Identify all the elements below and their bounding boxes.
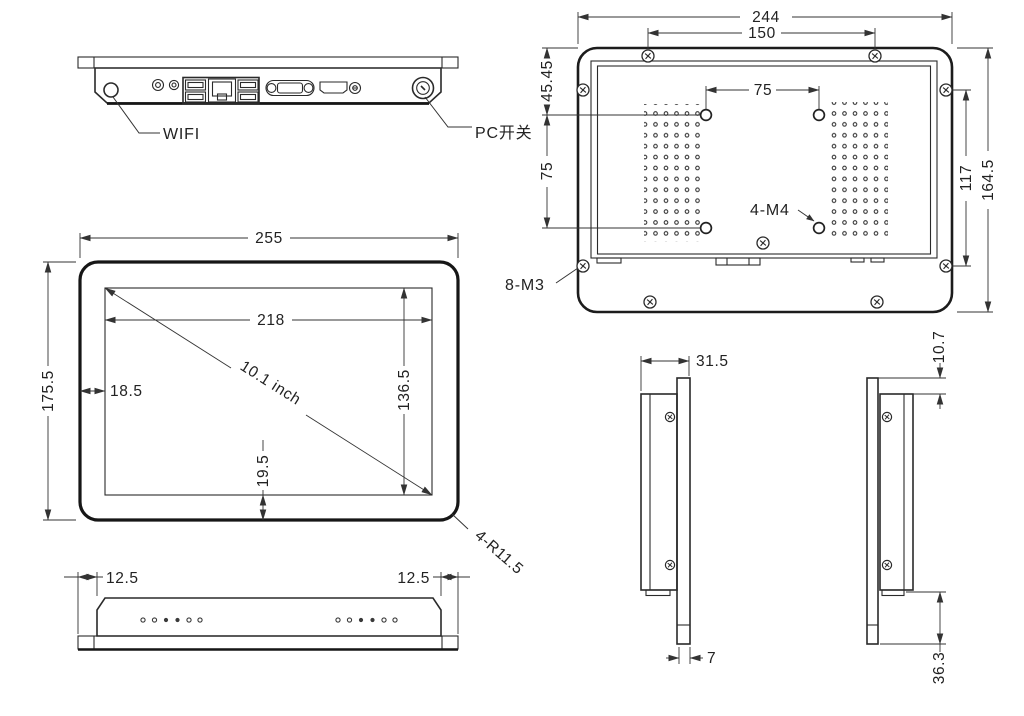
dim-label: 136.5	[396, 369, 413, 411]
front-dim-overall-width: 255	[79, 230, 459, 258]
rear-view: 244 150 75 45.45	[505, 9, 997, 314]
dim-label: 18.5	[110, 383, 143, 400]
vga-port	[265, 79, 315, 97]
rear-dim-top-to-vesa: 45.45	[539, 47, 700, 116]
dc-jack	[348, 81, 362, 95]
dim-label: 117	[958, 165, 975, 192]
side-dim-bezel-to-body-top: 10.7	[878, 331, 948, 409]
dim-label: 255	[255, 230, 283, 247]
vesa-thread-label: 4-M4	[750, 202, 790, 219]
wifi-leader-line	[112, 96, 160, 134]
screw-icon	[939, 83, 953, 97]
dim-label: 218	[257, 312, 285, 329]
dim-label: 10.7	[931, 331, 948, 364]
wifi-label: WIFI	[163, 126, 200, 143]
front-dim-display-width: 218	[104, 312, 433, 329]
dim-label: 75	[754, 82, 772, 99]
front-dim-bottom-margin: 19.5	[255, 440, 272, 521]
usb-ports-right	[237, 79, 259, 103]
bottom-dim-left-inset: 12.5	[64, 570, 139, 634]
dim-label: 12.5	[397, 570, 430, 587]
screw-icon	[868, 49, 882, 63]
vesa-holes	[699, 108, 826, 235]
dim-label: 75	[539, 162, 556, 180]
chassis-body-bottom	[96, 597, 442, 637]
wifi-antenna-hole	[103, 82, 119, 98]
rear-outline	[576, 46, 954, 314]
side-dim-overall-depth: 31.5	[640, 353, 729, 391]
audio-jacks	[151, 78, 180, 92]
front-dim-overall-height: 175.5	[40, 261, 76, 521]
usb-lan-block	[182, 76, 260, 105]
rear-dim-top-screw-span: 150	[647, 25, 876, 49]
screw-icon	[870, 295, 884, 309]
dim-label: 4-R11.5	[471, 527, 526, 578]
front-dim-corner-radius: 4-R11.5	[451, 513, 526, 578]
side-foot	[645, 589, 671, 597]
speaker-holes-right	[335, 617, 398, 623]
dim-label: 36.3	[931, 652, 948, 685]
screw-icon	[643, 295, 657, 309]
bottom-dim-right-inset: 12.5	[397, 570, 470, 634]
dim-label: 10.1 inch	[237, 358, 304, 409]
hdmi-port	[319, 81, 348, 94]
dim-label: 150	[748, 25, 776, 42]
screw-icon	[664, 559, 676, 571]
rear-dim-vesa-horizontal: 75	[705, 82, 820, 109]
rear-bottom-tabs	[596, 257, 885, 266]
side-bezel	[676, 377, 691, 645]
side-dim-body-to-bezel-bottom: 36.3	[880, 591, 948, 685]
rear-dim-vesa-vertical: 75	[539, 114, 700, 229]
dim-label: 31.5	[696, 353, 729, 370]
screw-icon	[641, 49, 655, 63]
power-button	[411, 76, 435, 100]
screw-icon	[576, 259, 590, 273]
side-bezel	[866, 377, 879, 645]
dim-label: 45.45	[539, 60, 556, 102]
screw-icon	[881, 559, 893, 571]
front-dim-left-margin: 18.5	[79, 383, 143, 400]
dim-label: 244	[752, 9, 780, 26]
front-dim-display-height: 136.5	[396, 287, 413, 496]
screw-icon	[756, 236, 770, 250]
front-bezel-flange	[77, 56, 459, 69]
dim-label: 19.5	[255, 455, 272, 488]
speaker-holes-left	[140, 617, 203, 623]
dim-label: 164.5	[980, 159, 997, 201]
bottom-view: 12.5 12.5	[64, 570, 470, 651]
side-view-left: 31.5 7	[640, 353, 729, 667]
front-bezel-flange-bottom	[77, 635, 459, 650]
screw-icon	[576, 83, 590, 97]
front-view: 10.1 inch 255 218 175.5	[40, 230, 526, 578]
rear-dim-side-screw-span: 117	[953, 89, 975, 267]
pc-switch-label: PC开关	[475, 124, 532, 142]
side-foot	[881, 589, 905, 597]
dim-label: 7	[707, 650, 716, 667]
side-dim-bezel-thickness: 7	[666, 647, 716, 667]
rear-label-vesa-thread: 4-M4	[750, 202, 815, 222]
screw-icon	[881, 411, 893, 423]
rear-label-case-screw-thread: 8-M3	[505, 267, 579, 294]
usb-ports-left	[184, 79, 207, 103]
pc-switch-leader-line	[424, 96, 472, 128]
case-screw-thread-label: 8-M3	[505, 277, 545, 294]
screw-icon	[664, 411, 676, 423]
lan-port	[207, 78, 237, 103]
vent-holes-left	[644, 104, 704, 242]
vent-holes-right	[826, 102, 888, 240]
dim-label: 12.5	[106, 570, 139, 587]
rear-panel	[590, 60, 938, 259]
rear-dim-overall-width: 244	[577, 9, 953, 44]
top-view: WIFI PC开关	[77, 56, 532, 143]
side-view-right: 10.7 36.3	[866, 331, 948, 685]
rear-dim-overall-height: 164.5	[957, 47, 997, 313]
dim-label: 175.5	[40, 370, 57, 412]
screw-icon	[939, 259, 953, 273]
